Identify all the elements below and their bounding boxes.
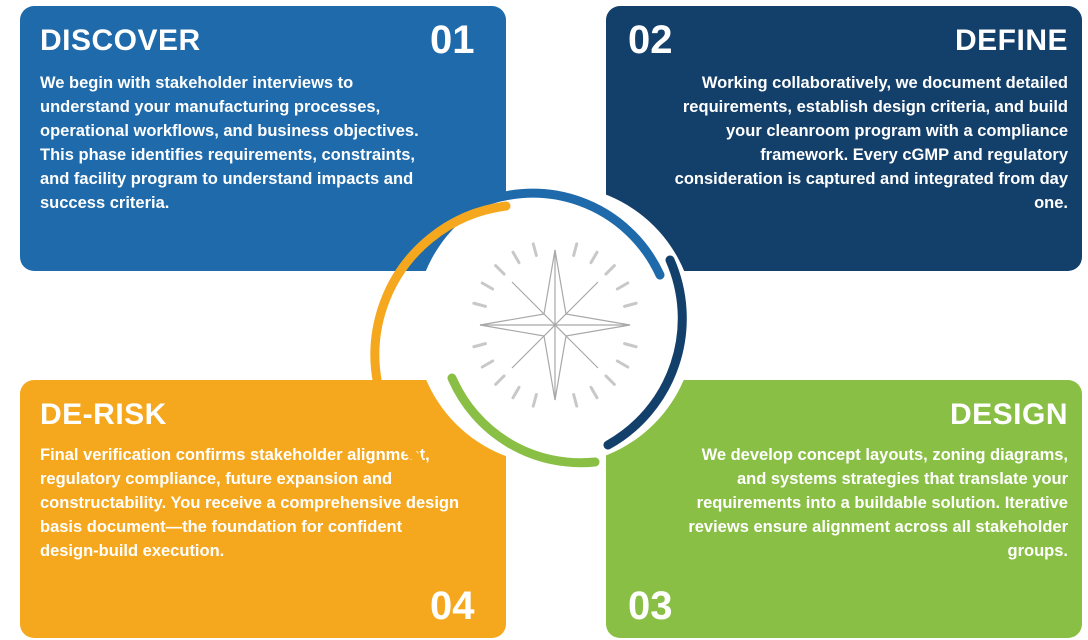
compass-tick (572, 393, 579, 408)
derisk-number: 04 (430, 584, 475, 628)
discover-panel: DISCOVER 01 We begin with stakeholder in… (20, 6, 506, 271)
compass-tick (511, 250, 521, 265)
compass-tick (531, 242, 538, 257)
define-number: 02 (628, 18, 673, 62)
compass-tick (615, 359, 630, 369)
compass-tick (623, 301, 638, 308)
compass-tick (589, 250, 599, 265)
discover-number: 01 (430, 18, 475, 62)
define-text: Working collaboratively, we document det… (674, 74, 1068, 212)
compass-tick (623, 342, 638, 349)
discover-text: We begin with stakeholder interviews to … (40, 74, 419, 212)
define-panel: 02 DEFINE Working collaboratively, we do… (606, 6, 1082, 271)
derisk-title: DE-RISK (40, 398, 167, 431)
discover-title: DISCOVER (40, 24, 201, 57)
design-number: 03 (628, 584, 673, 628)
compass-tick (472, 342, 487, 349)
compass-tick (480, 281, 495, 291)
design-title: DESIGN (949, 398, 1068, 431)
compass-tick (615, 281, 630, 291)
derisk-panel: DE-RISK Final verification confirms stak… (20, 380, 506, 638)
compass-tick (589, 385, 599, 400)
compass-tick (531, 393, 538, 408)
compass-tick (480, 359, 495, 369)
compass-tick (511, 385, 521, 400)
design-panel: DESIGN We develop concept layouts, zonin… (606, 380, 1082, 638)
compass-tick (472, 301, 487, 308)
compass-tick (572, 242, 579, 257)
design-text: We develop concept layouts, zoning diagr… (688, 446, 1068, 560)
derisk-text: Final verification confirms stakeholder … (40, 446, 460, 560)
define-title: DEFINE (954, 24, 1068, 57)
